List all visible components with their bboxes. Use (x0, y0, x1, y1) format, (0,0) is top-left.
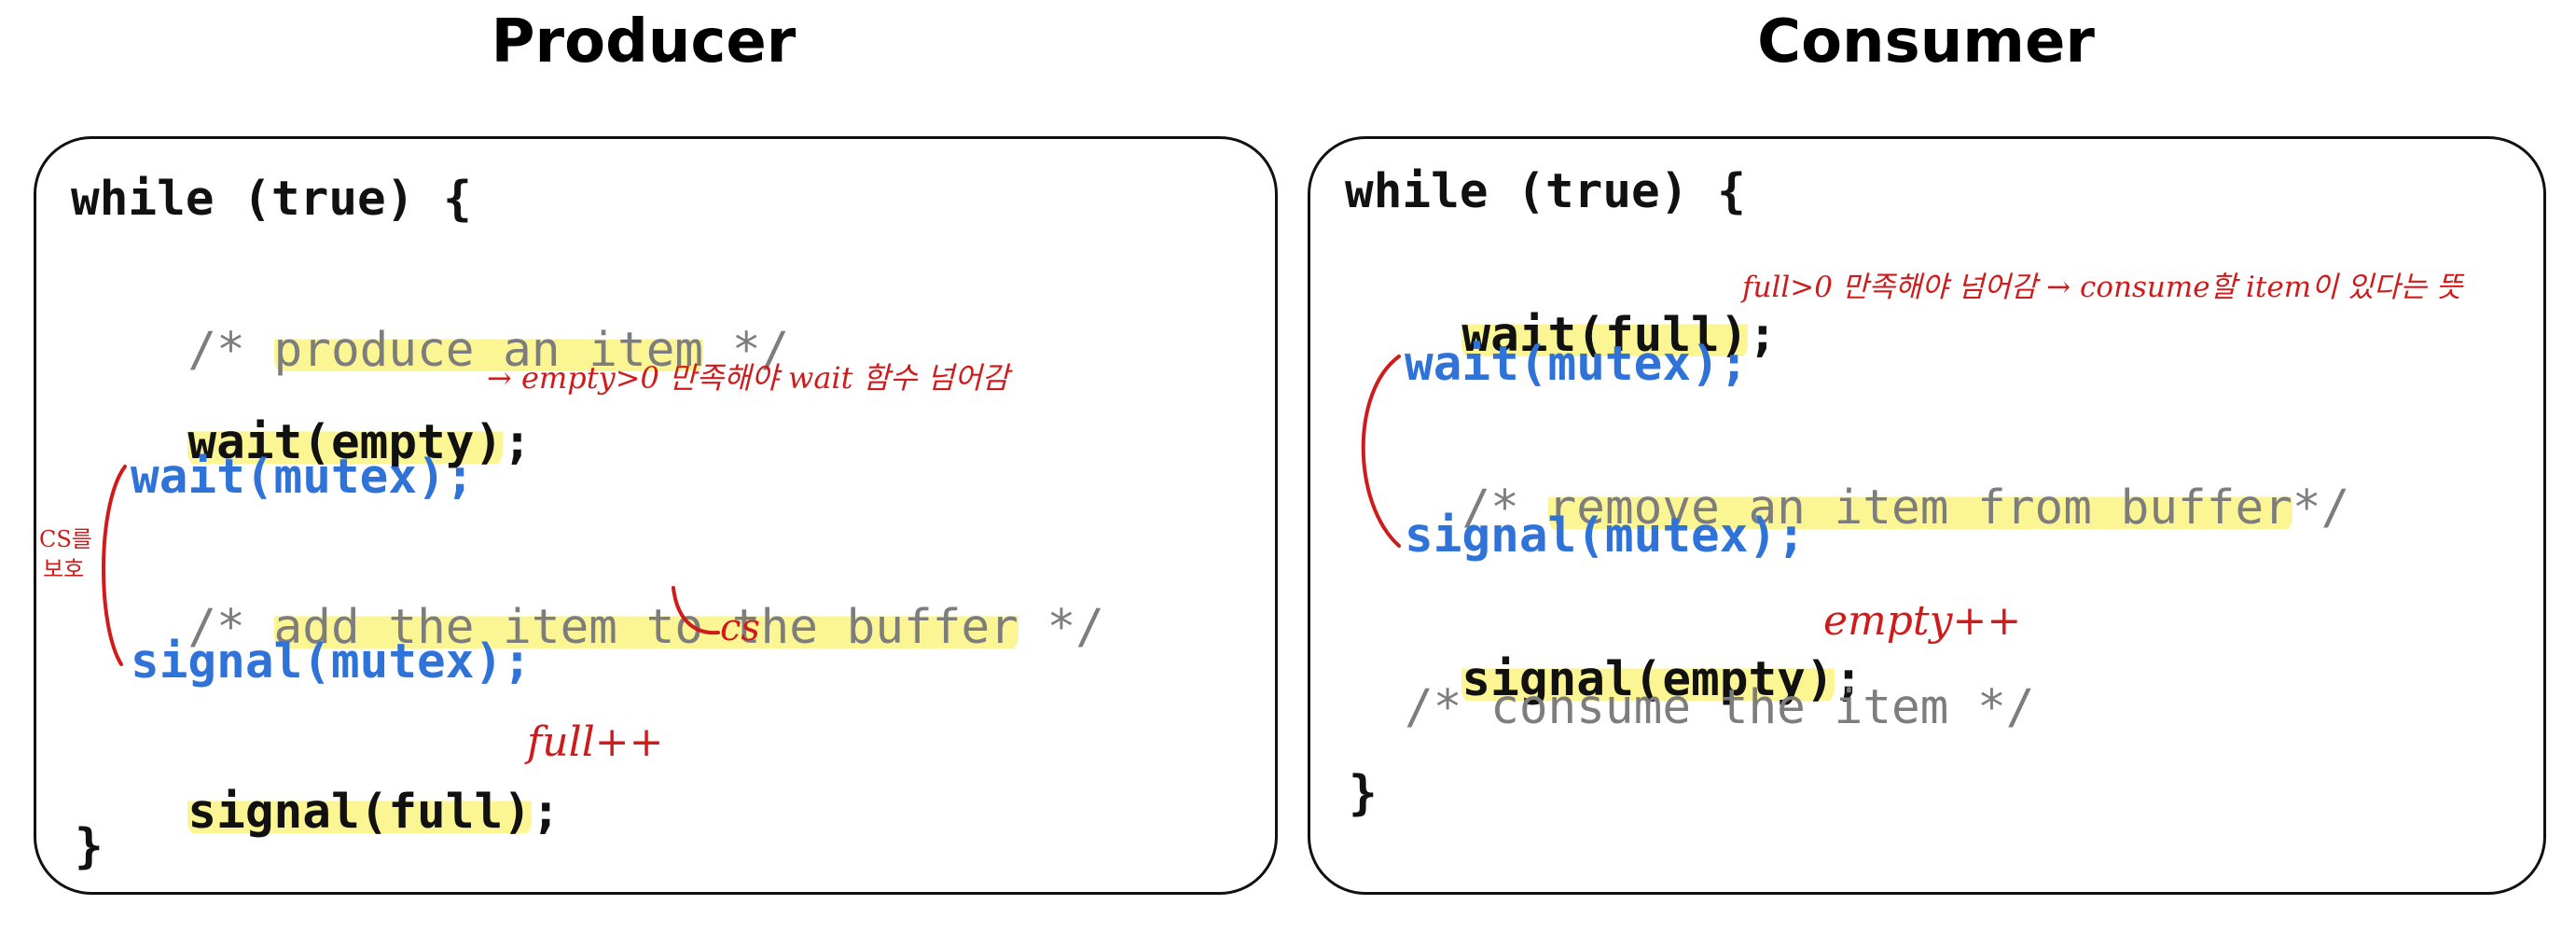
signal-full-call: signal(full) (187, 785, 532, 840)
producer-mutex-bracket (102, 465, 127, 666)
consumer-consume-comment: /* consume the item */ (1405, 680, 2035, 735)
semicolon: ; (531, 785, 561, 840)
consumer-title: Consumer (1757, 7, 2095, 77)
consumer-wait-full: wait(full); (1405, 249, 1777, 363)
producer-cs-arrow (672, 586, 720, 635)
highlighted-comment-text: add the item to the buffer (273, 600, 1018, 655)
consumer-panel (1308, 136, 2546, 895)
semicolon: ; (503, 415, 532, 470)
producer-cs-protect-note-2: 보호 (43, 556, 85, 582)
wait-empty-call: wait(empty) (187, 415, 504, 470)
wait-full-call: wait(full) (1461, 308, 1749, 363)
producer-signal-mutex: signal(mutex); (131, 634, 532, 689)
producer-cs-protect-note-1: CS를 (39, 526, 92, 552)
producer-title: Producer (491, 7, 796, 77)
producer-add-comment: /* add the item to the buffer */ (131, 541, 1104, 655)
consumer-mutex-bracket (1361, 355, 1401, 548)
producer-cs-note: cs (720, 606, 760, 649)
producer-wait-empty: wait(empty); (131, 356, 532, 470)
producer-panel (34, 136, 1278, 895)
consumer-while-line: while (true) { (1345, 164, 1746, 219)
consumer-close-brace: } (1349, 766, 1378, 821)
producer-full-note: full++ (527, 718, 664, 766)
comment-close: */ (703, 323, 790, 378)
consumer-empty-note: empty++ (1823, 597, 2022, 645)
producer-signal-full: signal(full); (131, 726, 561, 840)
signal-empty-call: signal(empty) (1461, 652, 1835, 707)
producer-while-line: while (true) { (71, 172, 472, 227)
producer-produce-comment: /* produce an item */ (131, 264, 789, 378)
consumer-signal-mutex: signal(mutex); (1405, 508, 1806, 564)
consumer-remove-comment: /* remove an item from buffer*/ (1405, 422, 2349, 536)
consumer-full-note: full>0 만족해야 넘어감 → consume할 item이 있다는 뜻 (1742, 271, 2463, 304)
comment-open: /* (187, 323, 274, 378)
consumer-wait-mutex: wait(mutex); (1405, 337, 1749, 392)
comment-open: /* (1461, 480, 1548, 536)
highlighted-comment-text: produce an item (273, 323, 704, 378)
consumer-signal-empty: signal(empty); (1405, 593, 1863, 707)
semicolon: ; (1748, 308, 1778, 363)
semicolon: ; (1834, 652, 1863, 707)
producer-empty-note: → empty>0 만족해야 wait 함수 넘어감 (487, 360, 1010, 396)
comment-close: */ (2292, 480, 2350, 536)
highlighted-comment-text: remove an item from buffer (1547, 480, 2292, 536)
comment-close: */ (1018, 600, 1104, 655)
producer-close-brace: } (75, 819, 104, 874)
producer-wait-mutex: wait(mutex); (131, 450, 475, 505)
comment-open: /* (187, 600, 274, 655)
